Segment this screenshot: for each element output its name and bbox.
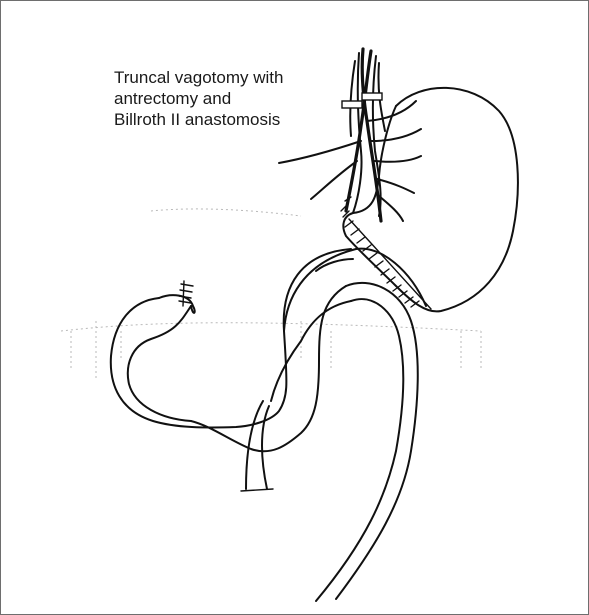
jejunal-loop-icon <box>111 249 426 601</box>
vagotomy-clips <box>342 93 382 108</box>
vagus-nerve-icon <box>279 49 421 221</box>
stomach-remnant-icon <box>341 53 518 311</box>
